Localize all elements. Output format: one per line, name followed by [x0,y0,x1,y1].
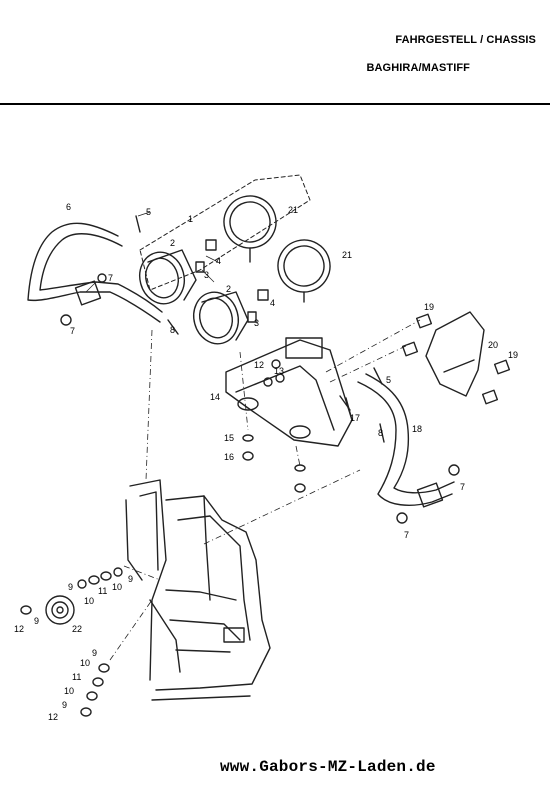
website-url: www.Gabors-MZ-Laden.de [220,758,436,776]
callout-9: 9 [128,574,133,584]
callout-19: 19 [424,302,434,312]
callout-9: 9 [34,616,39,626]
callout-20: 20 [488,340,498,350]
callout-5: 5 [386,375,391,385]
callout-7: 7 [70,326,75,336]
callout-3: 3 [204,270,209,280]
callout-21: 21 [342,250,352,260]
callout-9: 9 [92,648,97,658]
bracket-icon [205,239,217,251]
callout-9: 9 [62,700,67,710]
diagram-title: FAHRGESTELL / CHASSIS [395,34,536,46]
callout-22: 22 [72,624,82,634]
callout-12: 12 [48,712,58,722]
nut-icon [448,464,460,476]
handlebar-right [357,373,460,524]
bolt-icon [379,423,385,443]
bolt-icon [396,512,408,524]
fork-bridge [225,337,353,447]
assembly-line [145,329,153,481]
callout-12: 12 [254,360,264,370]
callout-15: 15 [224,433,234,443]
callout-1: 1 [188,214,193,224]
callout-7: 7 [460,482,465,492]
assembly-line [239,351,249,431]
callout-14: 14 [210,392,220,402]
callout-2: 2 [226,284,231,294]
bearing-stack-lower [80,663,110,717]
nut-icon [294,483,306,493]
clip-icon [195,261,205,273]
headlight-lower-left [193,291,249,345]
nut-icon [97,273,107,283]
motorcycle-frame [125,479,271,701]
bolt-icon [339,395,351,411]
callout-7: 7 [108,273,113,283]
bolt-icon [167,319,179,335]
callout-19: 19 [508,350,518,360]
callout-6: 6 [66,202,71,212]
assembly-line [325,319,421,373]
bolt-icon [60,314,72,326]
callout-11: 11 [98,586,107,596]
callout-8: 8 [378,428,383,438]
callout-12: 12 [14,624,24,634]
callout-10: 10 [80,658,90,668]
bearing-stack-upper [77,567,123,589]
steering-damper [45,595,75,625]
clip-icon [247,311,257,323]
bolt-icon [135,215,141,233]
diagram-subtitle: BAGHIRA/MASTIFF [366,62,470,74]
callout-10: 10 [84,596,94,606]
headlight-housing-upper [223,195,277,263]
callout-2: 2 [170,238,175,248]
callout-4: 4 [216,256,221,266]
callout-18: 18 [412,424,422,434]
assembly-line [329,343,411,383]
callout-10: 10 [64,686,74,696]
callout-10: 10 [112,582,122,592]
callout-7: 7 [404,530,409,540]
callout-16: 16 [224,452,234,462]
assembly-line [109,599,153,661]
headlight-upper-left [139,249,197,305]
bolt-icon [373,367,383,385]
callout-13: 13 [274,366,284,376]
handlebar-clamp [401,311,511,405]
callout-21: 21 [288,205,298,215]
assembly-line [203,469,361,545]
washer-icon [242,434,254,442]
callout-3: 3 [254,318,259,328]
nut-icon [242,451,254,461]
assembly-line [295,445,301,467]
callout-5: 5 [146,207,151,217]
header-divider [0,103,550,105]
washer-icon [294,464,306,472]
nut-icon [20,605,32,615]
headlight-group-outline [139,174,311,291]
handlebar-left [27,222,163,326]
callout-11: 11 [72,672,81,682]
callout-4: 4 [270,298,275,308]
bracket-icon [257,289,269,301]
callout-9: 9 [68,582,73,592]
headlight-housing-lower [277,239,331,303]
callout-8: 8 [170,325,175,335]
callout-17: 17 [350,413,360,423]
